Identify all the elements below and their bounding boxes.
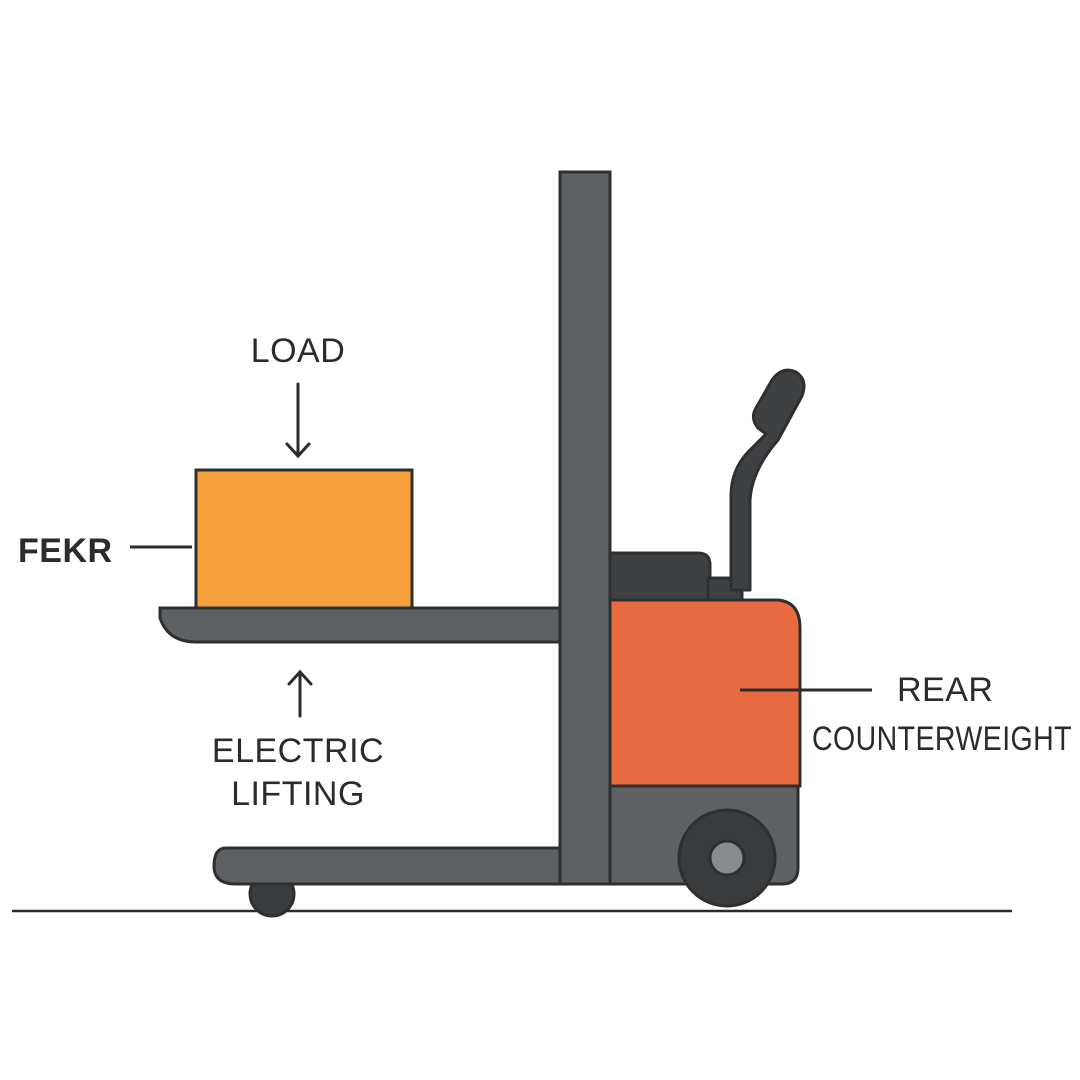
mast: [558, 170, 612, 886]
operator-seat: [608, 551, 712, 602]
lifting-arrow: [287, 669, 313, 718]
rear-counterweight-label-line2: COUNTERWEIGHT: [812, 720, 1072, 758]
electric-lifting-label-line1: ELECTRIC: [212, 732, 384, 770]
base-leg: [212, 846, 564, 886]
tiller-handle: [729, 368, 806, 592]
rear-wheel-hub: [708, 839, 746, 877]
fekr-label: FEKR: [18, 532, 113, 570]
fork-platform: [158, 606, 562, 644]
rear-counterweight-label-line1: REAR: [897, 671, 993, 709]
electric-lifting-label-line2: LIFTING: [231, 775, 365, 813]
load-box: [194, 468, 414, 610]
load-arrow: [285, 382, 311, 459]
load-label: LOAD: [251, 332, 346, 370]
rear-counterweight: [606, 598, 802, 788]
